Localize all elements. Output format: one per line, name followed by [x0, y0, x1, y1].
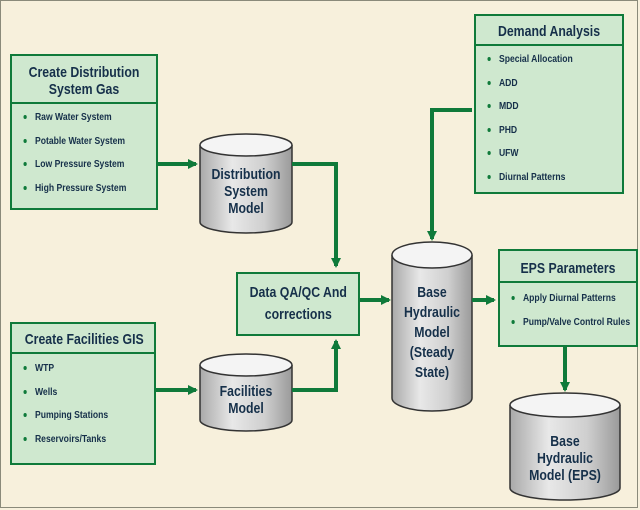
box-create-distribution-system: Create Distribution System Gas Raw Water…: [10, 54, 158, 210]
divider: [476, 44, 622, 46]
list-item: Pump/Valve Control Rules: [500, 311, 630, 335]
list-item: UFW: [476, 142, 596, 166]
cylinder-base-hydraulic-steady: [391, 241, 473, 412]
bullet-icon: [487, 151, 491, 156]
bullet-icon: [487, 57, 491, 62]
list-item-label: Raw Water System: [34, 111, 112, 123]
list-item-label: WTP: [34, 362, 55, 374]
list-item-label: Diurnal Patterns: [498, 170, 566, 183]
list-item: High Pressure System: [12, 177, 130, 201]
list-item-label: UFW: [498, 147, 519, 159]
list-item: WTP: [12, 357, 128, 381]
bullet-icon: [23, 162, 27, 167]
list-item: Apply Diurnal Patterns: [500, 287, 616, 311]
label-line: (Steady: [409, 344, 455, 361]
label-line: Model: [414, 324, 450, 341]
label-line: Facilities: [219, 383, 273, 400]
box-title: Create Facilities GIS: [24, 331, 144, 348]
list-item: Reservoirs/Tanks: [12, 428, 128, 452]
list-item-label: MDD: [498, 100, 519, 112]
list-item-label: PHD: [498, 123, 518, 136]
bullet-icon: [487, 127, 491, 132]
cylinder-distribution-model: [199, 133, 293, 234]
label-line: Hydraulic: [403, 304, 461, 321]
bullet-icon: [23, 389, 27, 394]
arrow-distmodel-to-qaqc: [292, 162, 341, 268]
list-item: MDD: [476, 95, 596, 119]
bullet-icon: [23, 185, 27, 190]
list-item-label: Low Pressure System: [34, 158, 125, 170]
box-data-qaqc: Data QA/QC And corrections: [236, 272, 360, 336]
list-item-label: ADD: [498, 76, 518, 89]
box-title: Create Distribution System Gas: [25, 64, 143, 98]
label-line: Model: [228, 400, 264, 417]
bullet-icon: [487, 80, 491, 85]
list-item-label: Wells: [34, 385, 58, 398]
list-item-label: Reservoirs/Tanks: [34, 432, 107, 445]
list-item: Raw Water System: [12, 106, 130, 130]
title-line-2: System Gas: [48, 81, 120, 98]
divider: [500, 281, 636, 283]
bullet-icon: [23, 413, 27, 418]
cylinder-base-hydraulic-eps: [509, 392, 621, 501]
label-line: Hydraulic: [536, 450, 594, 467]
title-line-1: Create Distribution: [28, 64, 140, 81]
label-line: System: [224, 183, 268, 200]
list-item: Potable Water System: [12, 130, 130, 154]
label-line: Base: [417, 284, 447, 301]
list-item: PHD: [476, 119, 596, 143]
label-line: State): [414, 364, 450, 381]
label-line: Model: [228, 200, 264, 217]
list-item-label: High Pressure System: [34, 181, 127, 194]
bullet-icon: [511, 296, 515, 301]
bullet-icon: [23, 115, 27, 120]
title-line-2: corrections: [264, 306, 332, 323]
title-line-1: Data QA/QC And: [249, 284, 347, 301]
box-title: Demand Analysis: [497, 23, 601, 40]
list-item-label: Special Allocation: [498, 53, 573, 65]
label-line: Base: [550, 433, 580, 450]
list-item-label: Potable Water System: [34, 134, 126, 147]
bullet-icon: [511, 319, 515, 324]
list-item: Diurnal Patterns: [476, 166, 596, 190]
label-line: Model (EPS): [529, 467, 601, 484]
list-item: Wells: [12, 381, 128, 405]
list-item: Pumping Stations: [12, 404, 128, 428]
bullet-icon: [487, 104, 491, 109]
list-item-label: Apply Diurnal Patterns: [522, 292, 616, 304]
list-item-label: Pumping Stations: [34, 409, 109, 421]
arrow-demand-to-base: [427, 108, 472, 241]
bullet-icon: [23, 436, 27, 441]
bullet-icon: [487, 174, 491, 179]
list-item: Low Pressure System: [12, 153, 130, 177]
bullet-icon: [23, 138, 27, 143]
bullet-icon: [23, 366, 27, 371]
label-line: Distribution: [211, 166, 281, 183]
list-item: ADD: [476, 72, 596, 96]
divider: [12, 352, 154, 354]
box-title: Data QA/QC And corrections: [249, 282, 346, 326]
box-title: EPS Parameters: [520, 260, 616, 277]
list-item: Special Allocation: [476, 48, 596, 72]
arrow-facmodel-to-qaqc: [292, 339, 341, 392]
list-item-label: Pump/Valve Control Rules: [522, 315, 631, 328]
cylinder-facilities-model: [199, 353, 293, 432]
divider: [12, 102, 156, 104]
